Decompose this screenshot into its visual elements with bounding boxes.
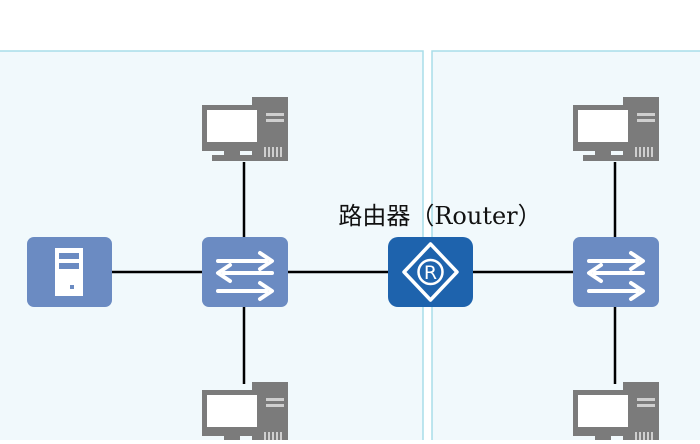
links <box>111 162 617 384</box>
switch-right-icon[interactable] <box>571 235 661 309</box>
switch-left-icon[interactable] <box>200 235 290 309</box>
server-icon[interactable] <box>27 237 112 307</box>
router-icon[interactable]: R <box>388 237 473 307</box>
router-glyph: R <box>424 262 437 284</box>
router-label: 路由器（Router） <box>338 202 542 230</box>
pc-right-bottom-icon[interactable] <box>573 382 659 444</box>
pc-left-bottom-icon[interactable] <box>202 382 288 444</box>
